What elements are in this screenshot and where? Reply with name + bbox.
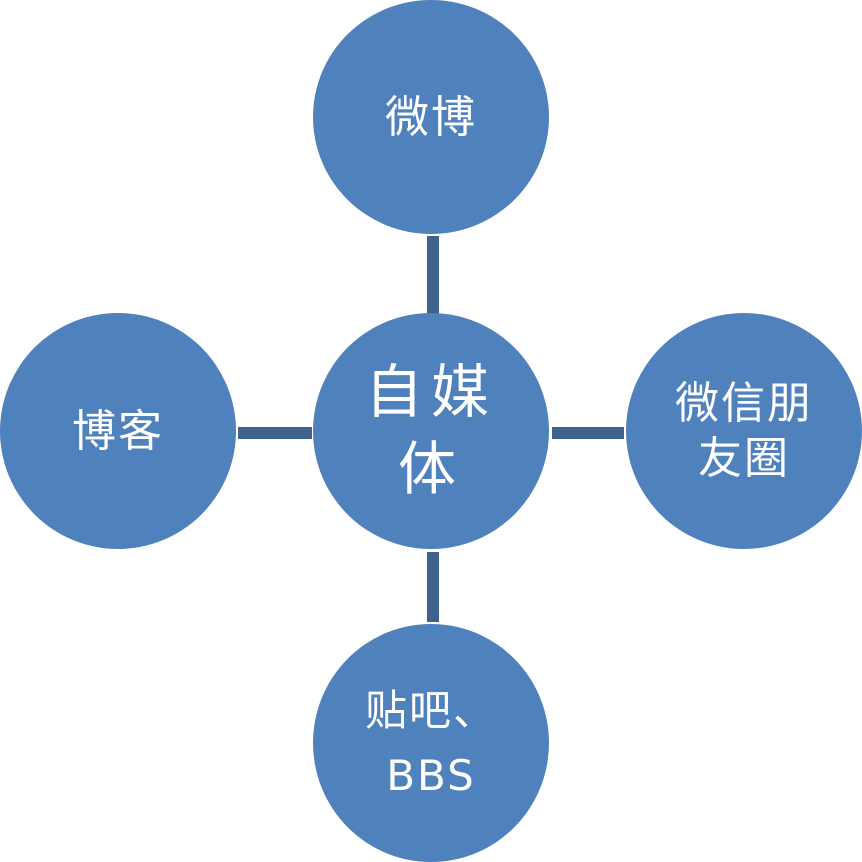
node-weibo: 微博 <box>313 0 549 234</box>
node-center-self-media: 自媒体 <box>313 313 549 549</box>
node-wechat-moments-label: 微信朋友圈 <box>675 378 813 484</box>
node-tieba-bbs: 贴吧、BBS <box>313 624 549 862</box>
node-blog: 博客 <box>0 313 236 549</box>
connector-left <box>238 427 312 439</box>
connector-right <box>552 427 624 439</box>
connector-top <box>427 236 439 314</box>
node-wechat-moments: 微信朋友圈 <box>626 313 862 549</box>
node-tieba-bbs-label: 贴吧、BBS <box>364 685 497 800</box>
node-blog-label: 博客 <box>72 405 164 457</box>
connector-bottom <box>427 552 439 622</box>
node-center-label: 自媒体 <box>364 358 497 503</box>
node-weibo-label: 微博 <box>385 91 477 143</box>
